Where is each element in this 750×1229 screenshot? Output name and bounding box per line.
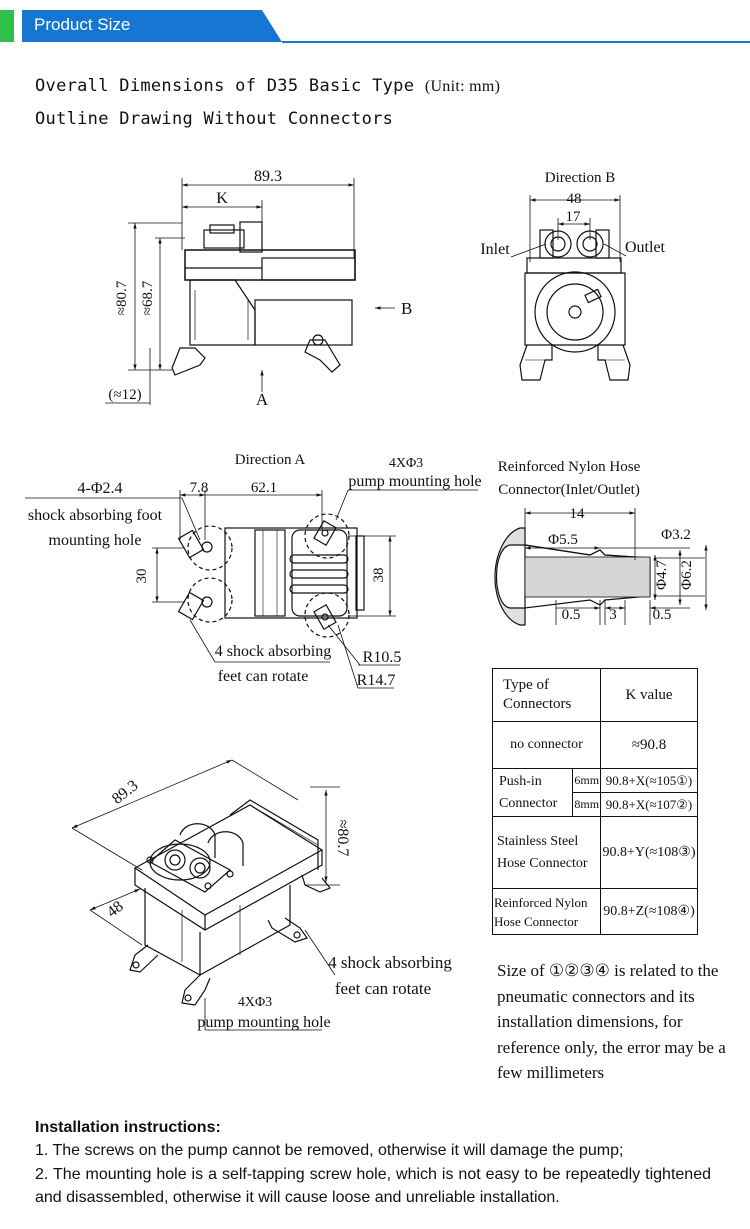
k-table-push-in-1: Push-in (499, 773, 542, 789)
installation-item-1: 1. The screws on the pump cannot be remo… (35, 1142, 624, 1159)
direction-b-title: Direction B (545, 170, 615, 186)
k-table-steel-1: Stainless Steel (497, 833, 579, 849)
side-view (105, 178, 395, 405)
radius-small: R10.5 (363, 649, 402, 666)
k-table-header-type-1: Type of (503, 677, 550, 693)
dim-30: 30 (134, 569, 150, 584)
k-table-push-8mm: 8mm (572, 792, 601, 817)
pump-hole-label: pump mounting hole (348, 473, 481, 490)
hose-seg-a: 0.5 (562, 607, 581, 623)
hose-length: 14 (570, 506, 586, 522)
k-table-header-k: K value (600, 668, 698, 722)
pump-hole-spec: 4XΦ3 (389, 456, 423, 471)
direction-b-width: 48 (567, 191, 582, 207)
hose-connector-view (494, 508, 708, 626)
k-table-nylon-value: 90.8+Z(≈108④) (600, 888, 698, 935)
dim-height-total-label: ≈80.7 (114, 280, 130, 315)
header-accent (0, 10, 14, 42)
k-table-push-8mm-value: 90.8+X(≈107②) (600, 792, 698, 817)
k-table-header-type-2: Connectors (503, 696, 572, 712)
direction-a-view (25, 489, 478, 689)
hose-d32: Φ3.2 (661, 527, 691, 543)
foot-hole-spec: 4-Φ2.4 (77, 480, 122, 497)
feet-rotate-label-2: feet can rotate (218, 668, 309, 685)
k-table-push-in-2: Connector (499, 795, 558, 811)
iso-feet-rotate-2: feet can rotate (335, 979, 431, 998)
k-table-steel-2: Hose Connector (497, 855, 588, 871)
dim-62-1: 62.1 (251, 480, 277, 496)
hose-seg-b: 3 (609, 607, 617, 623)
dim-38: 38 (371, 568, 387, 583)
direction-b-view (510, 195, 631, 381)
hose-title-1: Reinforced Nylon Hose (498, 459, 641, 475)
dimension-note: Size of ①②③④ is related to the pneumatic… (497, 961, 726, 1082)
iso-pump-hole-spec: 4XΦ3 (238, 995, 272, 1010)
iso-width: 48 (104, 898, 127, 921)
iso-feet-rotate-1: 4 shock absorbing (328, 953, 452, 972)
k-table-no-connector-value: ≈90.8 (600, 721, 698, 769)
k-table-push-6mm-value: 90.8+X(≈105①) (600, 768, 698, 793)
inlet-label: Inlet (480, 241, 510, 258)
arrow-b-label: B (401, 299, 412, 318)
hose-d62: Φ6.2 (679, 560, 695, 590)
k-table-no-connector: no connector (492, 721, 601, 769)
radius-large: R14.7 (357, 672, 396, 689)
dim-k-label: K (216, 190, 228, 207)
hose-seg-c: 0.5 (653, 607, 672, 623)
dim-foot-label: (≈12) (108, 387, 141, 403)
hose-d55: Φ5.5 (548, 532, 578, 548)
heading-dimensions: Overall Dimensions of D35 Basic Type (Un… (35, 76, 500, 96)
installation-item-2: 2. The mounting hole is a self-tapping s… (35, 1165, 711, 1207)
iso-pump-hole: pump mounting hole (197, 1014, 330, 1031)
k-table-nylon-2: Hose Connector (494, 913, 579, 929)
k-table-push-6mm: 6mm (572, 768, 601, 793)
hose-title-2: Connector(Inlet/Outlet) (498, 482, 640, 498)
arrow-a-label: A (256, 390, 269, 409)
installation-instructions: Installation instructions: 1. The screws… (35, 1117, 711, 1210)
section-header: Product Size (0, 0, 750, 52)
direction-a-title: Direction A (235, 452, 306, 468)
foot-hole-label-1: shock absorbing foot (28, 507, 163, 524)
heading-outline: Outline Drawing Without Connectors (35, 109, 394, 129)
heading-dimensions-text: Overall Dimensions of D35 Basic Type (35, 76, 415, 96)
outlet-label: Outlet (625, 239, 666, 256)
heading-unit: (Unit: mm) (424, 78, 501, 95)
header-tab (22, 10, 282, 42)
isometric-view (71, 759, 340, 1031)
foot-hole-label-2: mounting hole (49, 532, 142, 549)
k-table-nylon-1: Reinforced Nylon (494, 894, 588, 910)
iso-height: ≈80.7 (334, 820, 351, 857)
k-value-table: Type of Connectors K value no connector … (491, 668, 698, 935)
dim-height-body-label: ≈68.7 (140, 280, 156, 315)
installation-title: Installation instructions: (35, 1119, 221, 1136)
direction-b-spacing: 17 (566, 209, 582, 225)
hose-d47: Φ4.7 (654, 560, 670, 590)
section-title: Product Size (34, 15, 131, 34)
feet-rotate-label-1: 4 shock absorbing (215, 643, 331, 660)
iso-length: 89.3 (109, 777, 142, 808)
dim-7-8: 7.8 (190, 480, 209, 496)
k-table-steel-value: 90.8+Y(≈108③) (600, 816, 698, 889)
header-underline (282, 41, 750, 43)
dim-width-label: 89.3 (254, 168, 282, 185)
